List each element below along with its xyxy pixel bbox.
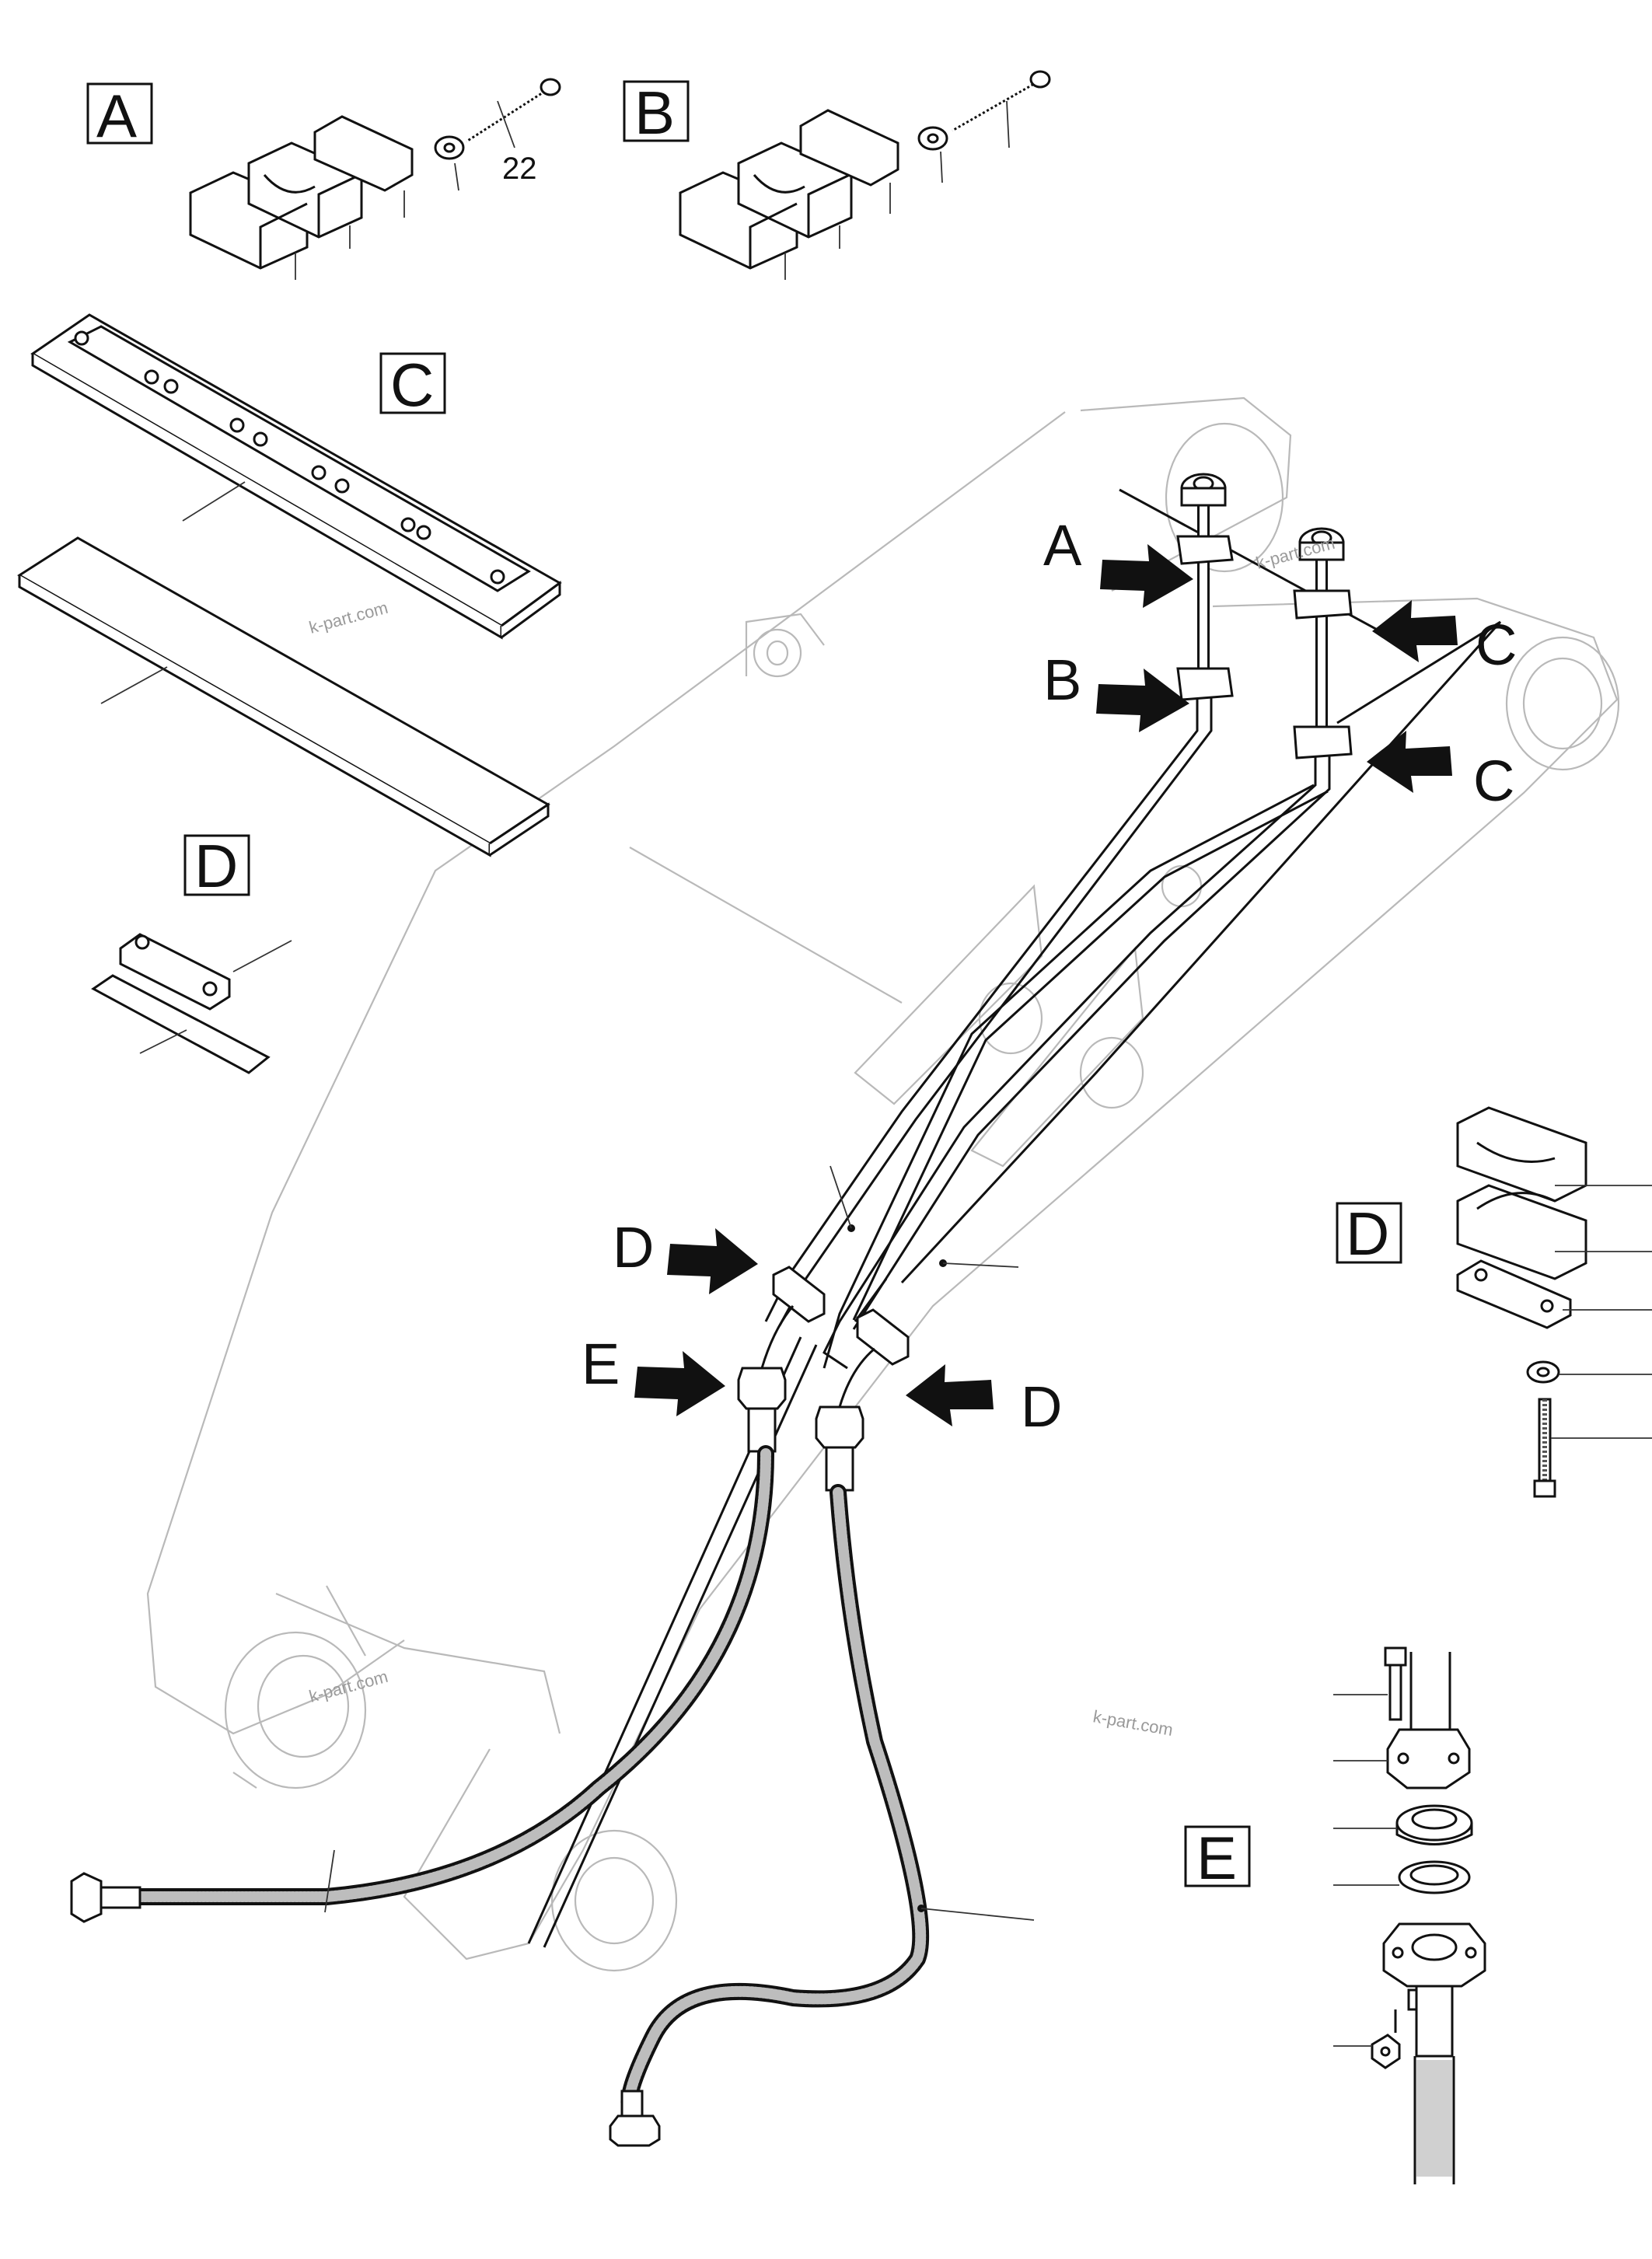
arrow-icon [667, 1228, 758, 1294]
kit-a: A 22 [86, 78, 561, 280]
box-d-right-label: D [1346, 1199, 1389, 1268]
arrow-icon [906, 1364, 994, 1426]
hoses [124, 1445, 1035, 2115]
arrow-a-label: A [1043, 513, 1082, 578]
kit-b: B [623, 70, 1051, 280]
arrow-b-label: B [1043, 648, 1081, 712]
box-e-frame [1184, 1825, 1251, 1887]
bolt-icon [465, 78, 561, 144]
box-c-label: C [390, 351, 434, 419]
bolt-heads [74, 330, 505, 585]
elbow-clamps [772, 1266, 910, 1366]
pipe-head-right [1298, 527, 1345, 561]
box-b-label: B [634, 79, 675, 147]
o-ring-icon [1398, 1860, 1471, 1894]
flange-icon [1386, 1728, 1471, 1789]
fittings [737, 1305, 875, 1492]
bolt-icon [1384, 1646, 1407, 1721]
bolt-icon [1533, 1398, 1556, 1498]
bolt-icon [951, 70, 1051, 133]
arrow-e-label: E [582, 1332, 620, 1396]
plate-icon [313, 115, 414, 192]
nut-icon [1371, 2034, 1401, 2069]
watermark: k-part.com [307, 598, 390, 637]
seal-icon [1395, 1804, 1473, 1845]
box-a-label: A [96, 82, 137, 150]
box-b-frame [623, 80, 690, 142]
box-d-left-frame [183, 834, 250, 896]
kit-c: C [17, 313, 562, 857]
clamp-icon [1176, 535, 1353, 759]
arrow-d-right-label: D [1021, 1374, 1062, 1439]
box-d-right-frame [1336, 1202, 1402, 1264]
arrow-icon [1372, 600, 1458, 662]
arrow-c-top-label: C [1476, 613, 1517, 677]
arrow-icon [1367, 731, 1452, 793]
kit-d-left: D [91, 832, 292, 1074]
plate-icon [799, 109, 899, 187]
box-c-frame [379, 352, 446, 414]
clamp-icon [1456, 1106, 1587, 1329]
kit-e: E [1184, 1646, 1486, 2184]
hose-end-left [70, 1872, 141, 1923]
clamp-icon [679, 141, 853, 270]
washer-icon [1526, 1360, 1560, 1384]
watermark: k-part.com [1091, 1706, 1175, 1740]
arrow-icon [634, 1351, 725, 1416]
box-e-label: E [1196, 1824, 1237, 1892]
callout-arrows: A B C C D D E [582, 513, 1517, 1439]
box-a-frame [86, 82, 153, 145]
arrow-d-left-label: D [613, 1215, 654, 1280]
washer-icon [434, 135, 465, 160]
watermarks: k-part.com k-part.com k-part.com k-part.… [307, 533, 1337, 1740]
pipe-head-left [1180, 473, 1227, 507]
arrow-c-bottom-label: C [1473, 749, 1514, 813]
washer-icon [917, 126, 948, 151]
part-number-22: 22 [502, 152, 537, 186]
box-d-left-label: D [194, 832, 238, 900]
flange-icon [1382, 1922, 1486, 2058]
arrow-icon [1096, 669, 1189, 732]
hose-end-bottom [609, 2090, 661, 2147]
kit-d-right: D [1336, 1106, 1652, 1498]
arrow-icon [1100, 544, 1193, 608]
